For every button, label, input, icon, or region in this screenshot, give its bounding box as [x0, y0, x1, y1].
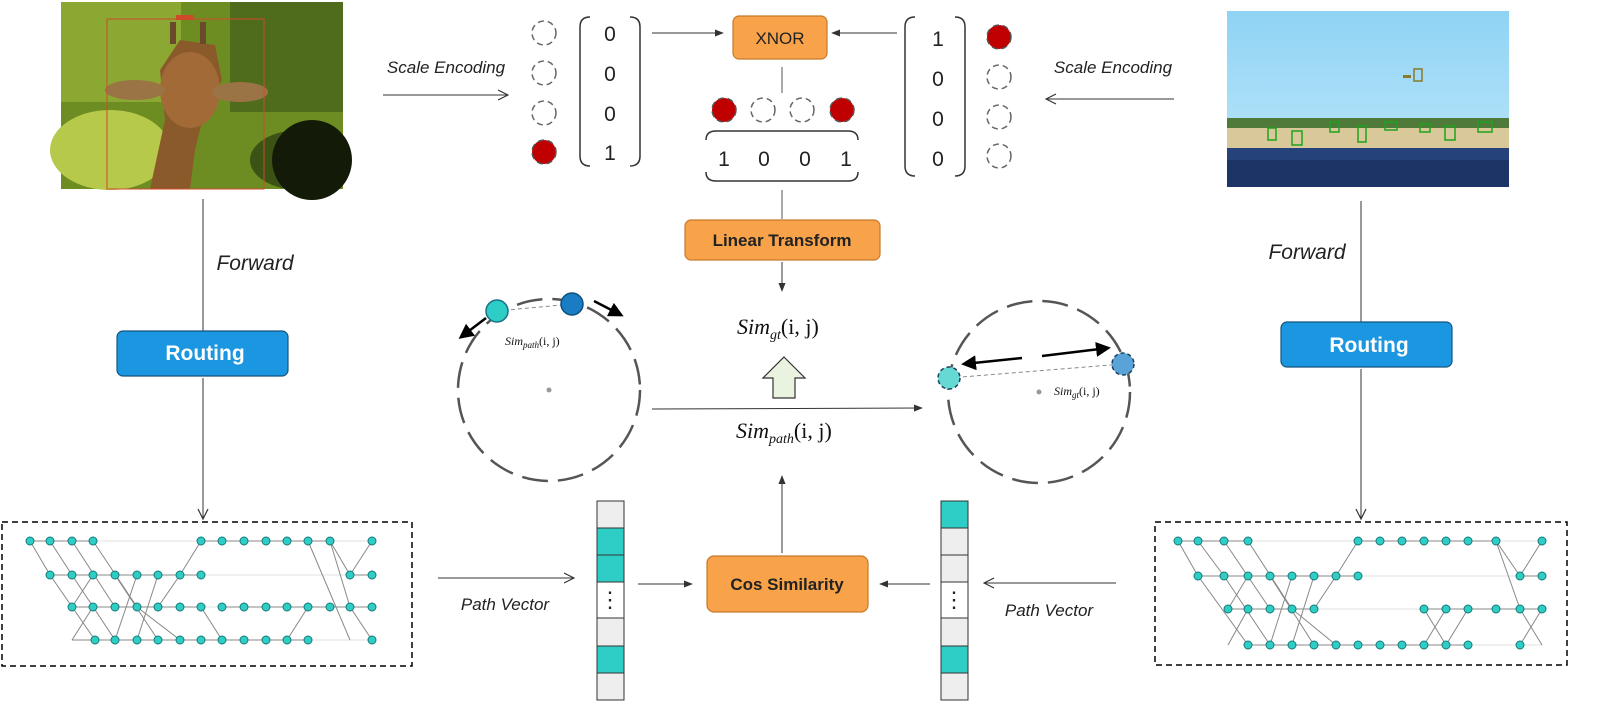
left-scale-value: 0 [604, 23, 616, 46]
left-scale-value: 1 [604, 142, 616, 165]
linear-transform-box [684, 219, 881, 261]
empty-circle-icon [531, 60, 557, 86]
routing-right-box [1280, 321, 1453, 368]
path-vector-left-label: Path Vector [461, 595, 551, 614]
sim-path-main-sub: path [768, 432, 794, 447]
sim-path-small-base: Sim [505, 334, 523, 348]
filled-circle-icon [531, 139, 557, 165]
hollow-up-arrow-icon [761, 356, 807, 399]
right-scale-bracket-open [904, 16, 916, 177]
empty-circle-icon [986, 64, 1012, 90]
right-scale-value: 0 [932, 68, 944, 91]
left-scale-values: 0 0 0 1 [604, 23, 616, 165]
right-scale-values: 1 0 0 0 [932, 28, 944, 171]
right-scale-value: 0 [932, 108, 944, 131]
sim-gt-small-args: (i, j) [1079, 384, 1100, 398]
routing-left-label: Routing [165, 342, 244, 365]
vertical-dots: ⋮ [599, 587, 621, 612]
xnor-result-bracket-bottom [705, 171, 859, 182]
sim-gt-small-sub: gt [1072, 390, 1080, 400]
filled-circle-icon [986, 24, 1012, 50]
sim-path-small: Simpath(i, j) [505, 334, 560, 350]
xnor-result-circles [711, 97, 855, 123]
xnor-result-value: 1 [840, 148, 852, 171]
left-hypersphere [456, 292, 642, 483]
empty-circle-icon [531, 100, 557, 126]
right-routing-network [1154, 521, 1568, 666]
empty-circle-icon [986, 143, 1012, 169]
right-scale-bracket-close [954, 16, 966, 177]
right-scale-value: 1 [932, 28, 944, 51]
sim-path-main: Simpath(i, j) [736, 418, 832, 447]
routing-left-box [116, 330, 289, 377]
xnor-result-values: 1 0 0 1 [718, 148, 852, 171]
left-scale-bracket-close [629, 16, 641, 167]
empty-circle-icon [531, 20, 557, 46]
sim-gt-small-base: Sim [1054, 384, 1072, 398]
empty-circle-icon [986, 104, 1012, 130]
left-routing-network [1, 521, 413, 667]
sim-gt-small: Simgt(i, j) [1054, 384, 1100, 400]
routing-right-label: Routing [1329, 334, 1408, 357]
empty-circle-icon [789, 97, 815, 123]
right-hypersphere [937, 299, 1135, 485]
node-i-icon [937, 366, 961, 390]
linear-transform-label: Linear Transform [713, 231, 852, 250]
sim-path-main-base: Sim [736, 418, 769, 443]
sim-gt-main-args: (i, j) [781, 314, 819, 339]
circle-transfer-arrow [651, 404, 923, 412]
left-scale-value: 0 [604, 63, 616, 86]
xnor-result-bracket-top [705, 130, 859, 141]
node-j-icon [560, 292, 584, 316]
scale-encoding-left-label: Scale Encoding [387, 58, 506, 77]
node-j-icon [1111, 352, 1135, 376]
sim-path-small-sub: path [522, 340, 540, 350]
giraffe-photo [50, 2, 352, 200]
sim-path-main-args: (i, j) [794, 418, 832, 443]
right-scale-value: 0 [932, 148, 944, 171]
forward-right-label: Forward [1268, 241, 1346, 264]
filled-circle-icon [829, 97, 855, 123]
sim-path-small-args: (i, j) [539, 334, 560, 348]
filled-circle-icon [711, 97, 737, 123]
left-scale-bracket-open [579, 16, 591, 167]
left-scale-circles [531, 20, 557, 165]
sim-gt-main: Simgt(i, j) [737, 314, 819, 343]
left-scale-value: 0 [604, 103, 616, 126]
vertical-dots: ⋮ [943, 587, 965, 612]
right-scale-circles [986, 24, 1012, 169]
cos-similarity-box [706, 555, 869, 613]
right-path-vector: ⋮ [940, 500, 969, 701]
empty-circle-icon [750, 97, 776, 123]
xnor-result-value: 0 [758, 148, 770, 171]
xnor-box [732, 15, 828, 60]
node-i-icon [485, 299, 509, 323]
xnor-result-value: 1 [718, 148, 730, 171]
forward-left-label: Forward [216, 252, 294, 275]
cos-similarity-label: Cos Similarity [730, 575, 844, 594]
xnor-result-value: 0 [799, 148, 811, 171]
beach-photo [1227, 11, 1509, 187]
left-path-vector: ⋮ [596, 500, 625, 701]
path-vector-right-label: Path Vector [1005, 601, 1095, 620]
scale-encoding-right-label: Scale Encoding [1054, 58, 1173, 77]
xnor-label: XNOR [755, 29, 804, 48]
sim-gt-main-sub: gt [770, 328, 782, 343]
sim-gt-main-base: Sim [737, 314, 770, 339]
